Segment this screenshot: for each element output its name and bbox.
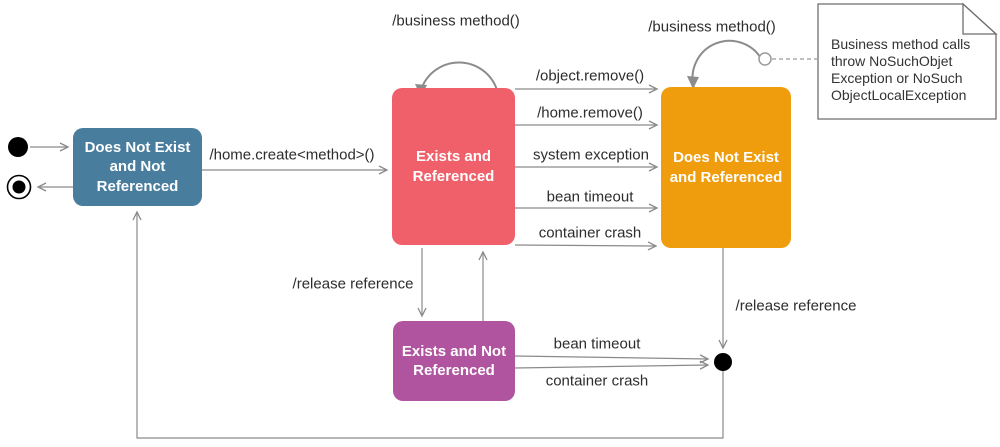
state-label: Exists and Referenced: [412, 148, 495, 185]
state-label: Exists and Not Referenced: [401, 342, 507, 379]
transition-label-bean-timeout-top: bean timeout: [546, 188, 634, 206]
self-loop-business-method-left: [420, 61, 498, 91]
transition-label-bean-timeout-bottom: bean timeout: [553, 335, 641, 353]
note-text: Business method calls throw NoSuchObjet …: [831, 36, 971, 104]
transition-label-release-reference-right: /release reference: [735, 297, 857, 315]
arrow-container-crash-bottom: [514, 360, 710, 370]
arrow-bean-timeout-bottom: [514, 354, 710, 364]
terminate-state-icon: [714, 353, 732, 371]
state-label: Does Not Exist and Referenced: [669, 149, 783, 186]
note-anchor-circle: [758, 52, 772, 66]
arrowhead-business-method-right: [687, 76, 699, 89]
arrow-loopback-to-blue: [132, 210, 724, 439]
transition-label-home-create: /home.create<method>(): [209, 146, 375, 164]
transition-label-object-remove: /object.remove(): [535, 67, 645, 85]
transition-label-container-crash-top: container crash: [538, 224, 642, 242]
initial-state-icon: [8, 137, 28, 157]
note-shape: [817, 3, 997, 120]
transition-label-home-remove: /home.remove(): [537, 104, 643, 122]
arrow-container-crash-top: [514, 241, 658, 251]
state-does-not-exist-and-referenced: Does Not Exist and Referenced: [661, 87, 791, 248]
state-exists-and-not-referenced: Exists and Not Referenced: [393, 321, 515, 401]
transition-label-system-exception: system exception: [533, 146, 649, 164]
self-loop-business-method-right: [691, 39, 763, 89]
transition-label-release-reference-left: /release reference: [292, 275, 414, 293]
transition-label-container-crash-bottom: container crash: [545, 372, 649, 390]
note-fold-corner: [962, 2, 998, 35]
state-does-not-exist-and-not-referenced: Does Not Exist and Not Referenced: [73, 128, 202, 206]
transition-label-business-method-left: /business method(): [392, 12, 520, 30]
state-exists-and-referenced: Exists and Referenced: [392, 88, 515, 245]
state-label: Does Not Exist and Not Referenced: [84, 139, 191, 195]
final-state-inner-dot: [12, 180, 26, 194]
transition-label-business-method-right: /business method(): [648, 18, 776, 36]
